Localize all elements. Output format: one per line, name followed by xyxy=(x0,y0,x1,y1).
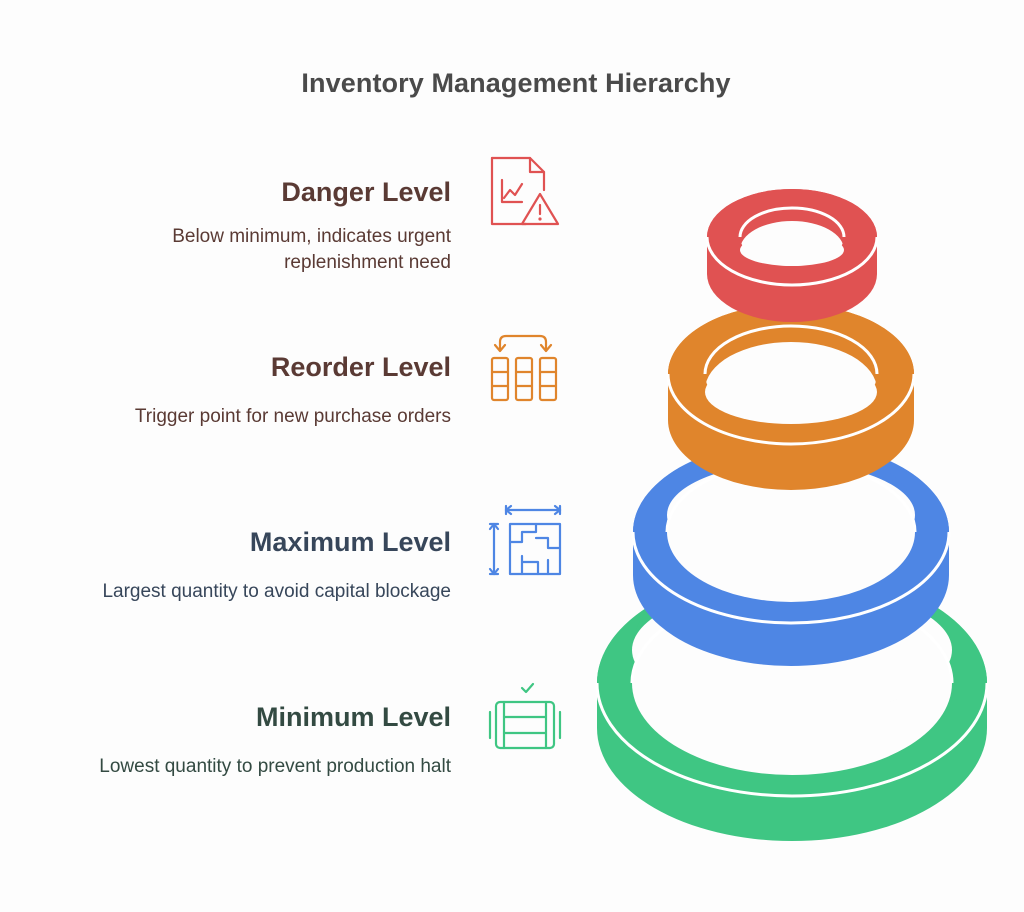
danger-level-description-line-2: replenishment need xyxy=(284,252,451,273)
reorder-level-block: Reorder Level Trigger point for new purc… xyxy=(0,351,451,430)
maximum-level-block: Maximum Level Largest quantity to avoid … xyxy=(0,526,451,605)
minimum-level-block: Minimum Level Lowest quantity to prevent… xyxy=(0,701,451,780)
danger-level-description-line-1: Below minimum, indicates urgent xyxy=(172,226,451,247)
danger-level-description: Below minimum, indicates urgent replenis… xyxy=(0,224,451,276)
chart-warning-icon xyxy=(490,156,560,226)
reorder-level-description-line-1: Trigger point for new purchase orders xyxy=(134,406,451,427)
danger-level-title: Danger Level xyxy=(281,177,451,207)
maximum-level-description: Largest quantity to avoid capital blocka… xyxy=(0,579,451,605)
diagram-title: Inventory Management Hierarchy xyxy=(301,68,731,98)
minimum-level-description-line-1: Lowest quantity to prevent production ha… xyxy=(99,756,451,777)
maximum-level-title: Maximum Level xyxy=(249,527,451,557)
reorder-level-ring xyxy=(666,304,916,490)
danger-level-ring xyxy=(705,189,879,322)
reorder-level-title: Reorder Level xyxy=(270,352,451,382)
storage-check-icon xyxy=(488,682,562,750)
minimum-level-description: Lowest quantity to prevent production ha… xyxy=(0,754,451,780)
danger-level-block: Danger Level Below minimum, indicates ur… xyxy=(0,176,451,276)
floorplan-dimensions-icon xyxy=(488,504,562,576)
reorder-swap-icon xyxy=(490,334,558,402)
minimum-level-title: Minimum Level xyxy=(255,702,451,732)
maximum-level-ring xyxy=(631,441,951,666)
reorder-level-description: Trigger point for new purchase orders xyxy=(0,404,451,430)
maximum-level-description-line-1: Largest quantity to avoid capital blocka… xyxy=(102,581,451,602)
